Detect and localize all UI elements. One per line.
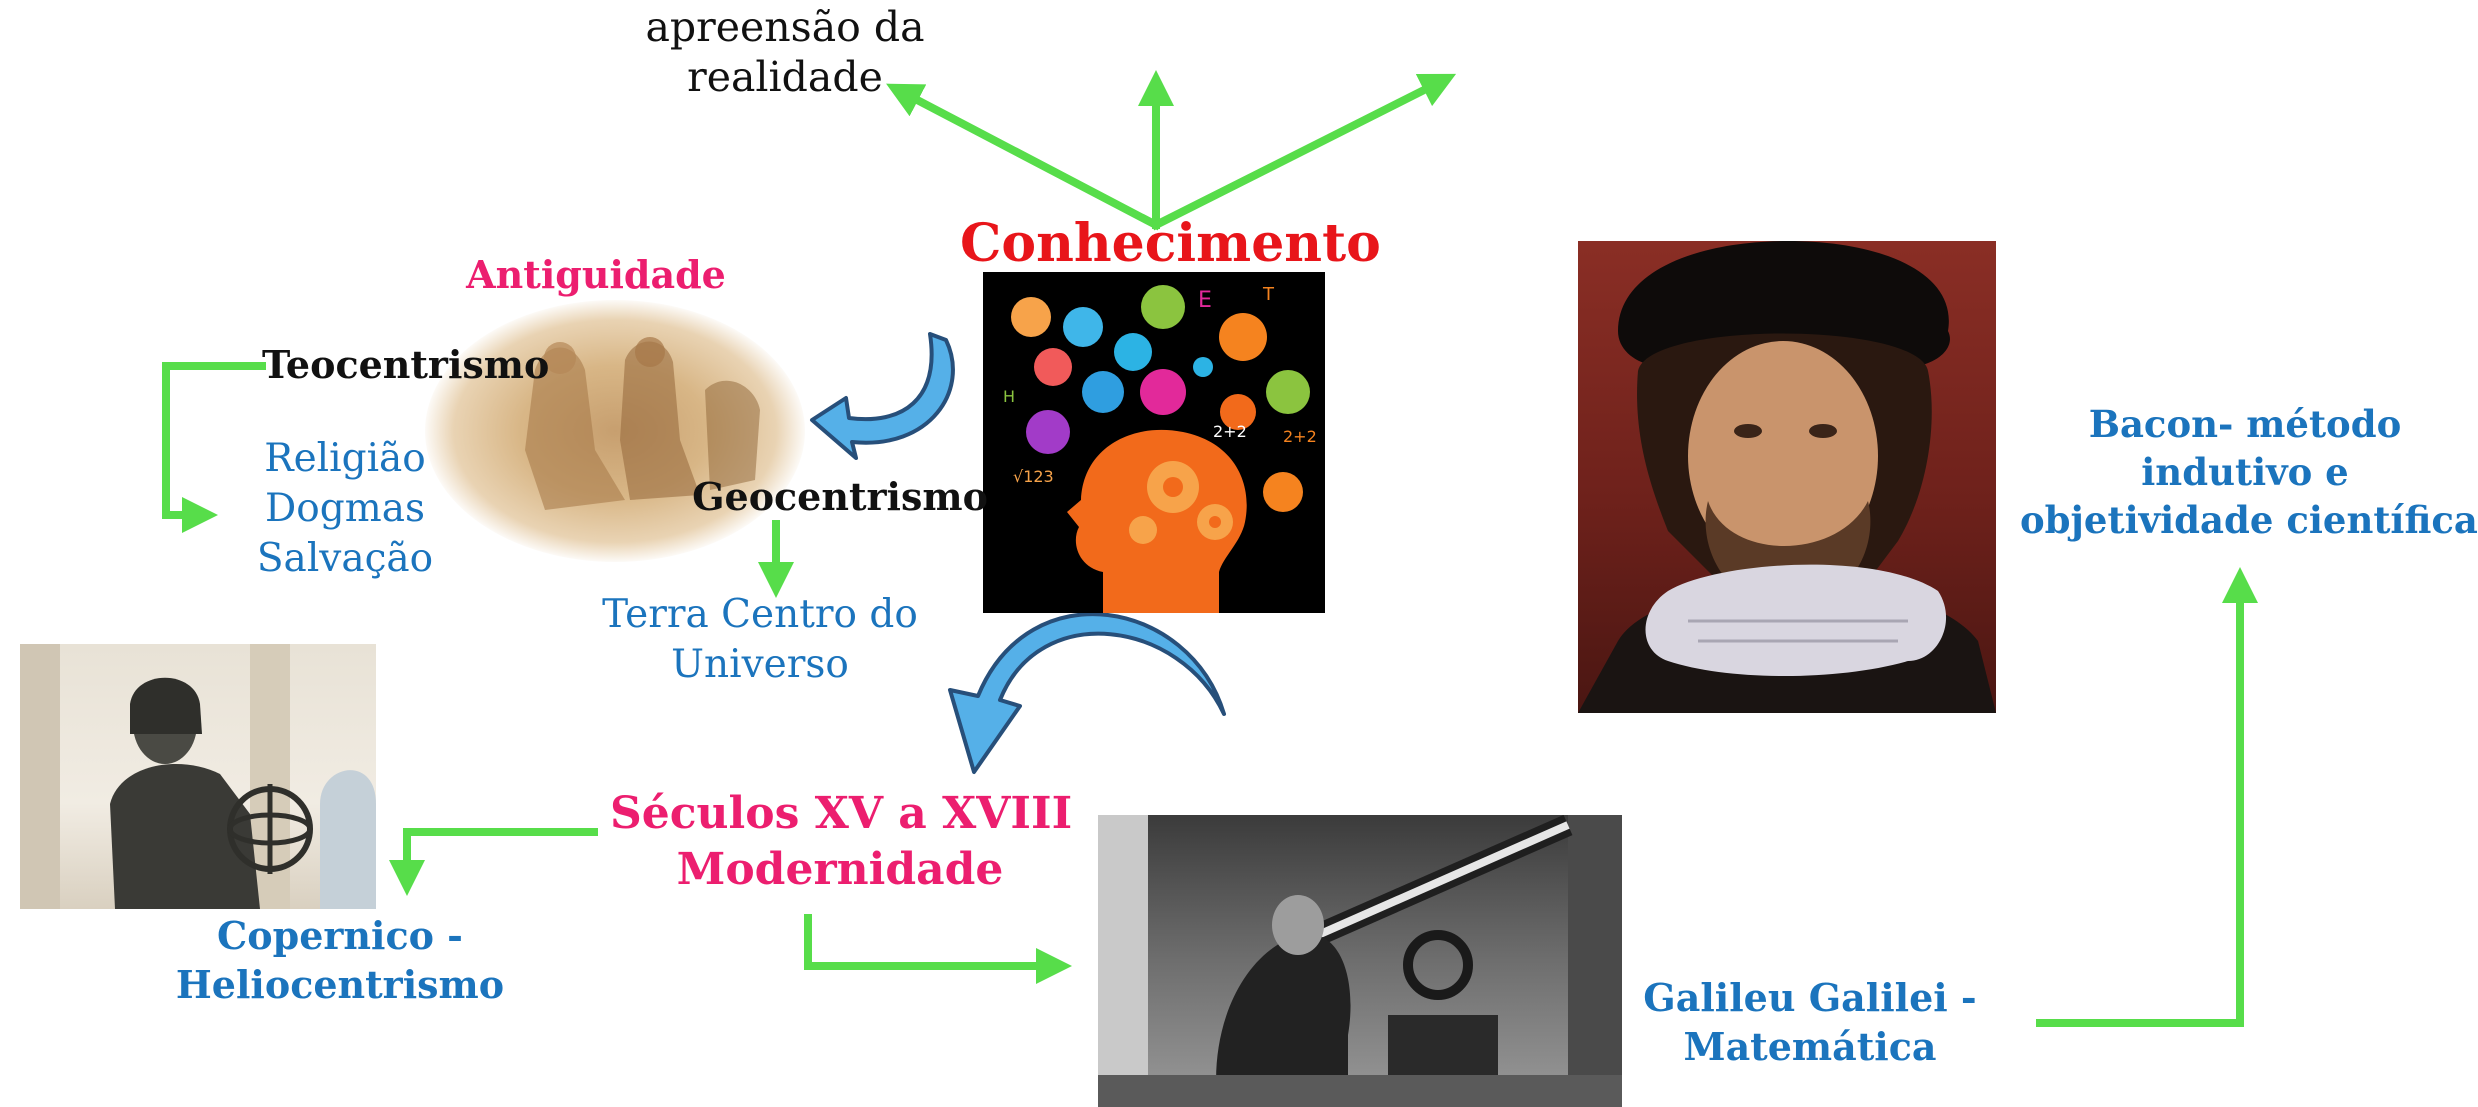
religion-list: Religião Dogmas Salvação bbox=[256, 436, 434, 581]
svg-text:E: E bbox=[1198, 288, 1212, 313]
galileu-label: Galileu Galilei - Matemática bbox=[1643, 975, 1977, 1069]
arrow-up-right bbox=[1150, 73, 1457, 231]
arrow-seculos-copernico bbox=[389, 828, 598, 896]
arrow-galileu-bacon bbox=[2036, 567, 2258, 1027]
galileo-telescope-picture bbox=[1098, 815, 1622, 1107]
svg-text:√123: √123 bbox=[1013, 467, 1054, 486]
terra-centro-label: Terra Centro do Universo bbox=[602, 592, 918, 687]
knowledge-head-icon: E T H 2+2 √123 2+2 bbox=[983, 272, 1325, 613]
copernicus-statue bbox=[20, 644, 376, 909]
copernico-label: Copernico - Heliocentrismo bbox=[175, 913, 505, 1007]
arrow-teocentrismo-religiao bbox=[162, 362, 266, 533]
svg-text:2+2: 2+2 bbox=[1213, 422, 1247, 441]
curved-arrow-to-antiquity bbox=[810, 332, 955, 460]
geocentrismo-label: Geocentrismo bbox=[692, 474, 988, 519]
apprehension-label: apreensão da realidade bbox=[645, 3, 925, 102]
curved-arrow-to-modernity bbox=[948, 612, 1226, 774]
ancient-relief-picture bbox=[425, 300, 805, 562]
svg-text:H: H bbox=[1003, 387, 1015, 406]
conhecimento-title: Conhecimento bbox=[960, 213, 1381, 274]
antiguidade-label: Antiguidade bbox=[466, 252, 726, 297]
bacon-portrait bbox=[1578, 241, 1996, 713]
seculos-modernidade-label: Séculos XV a XVIII Modernidade bbox=[610, 788, 1073, 896]
arrow-up-left bbox=[886, 83, 1162, 231]
svg-text:T: T bbox=[1262, 284, 1275, 305]
bacon-label: Bacon- método indutivo e objetividade ci… bbox=[2020, 402, 2478, 543]
svg-text:2+2: 2+2 bbox=[1283, 427, 1317, 446]
teocentrismo-label: Teocentrismo bbox=[262, 342, 550, 387]
arrow-modernidade-galileu bbox=[804, 914, 1072, 984]
